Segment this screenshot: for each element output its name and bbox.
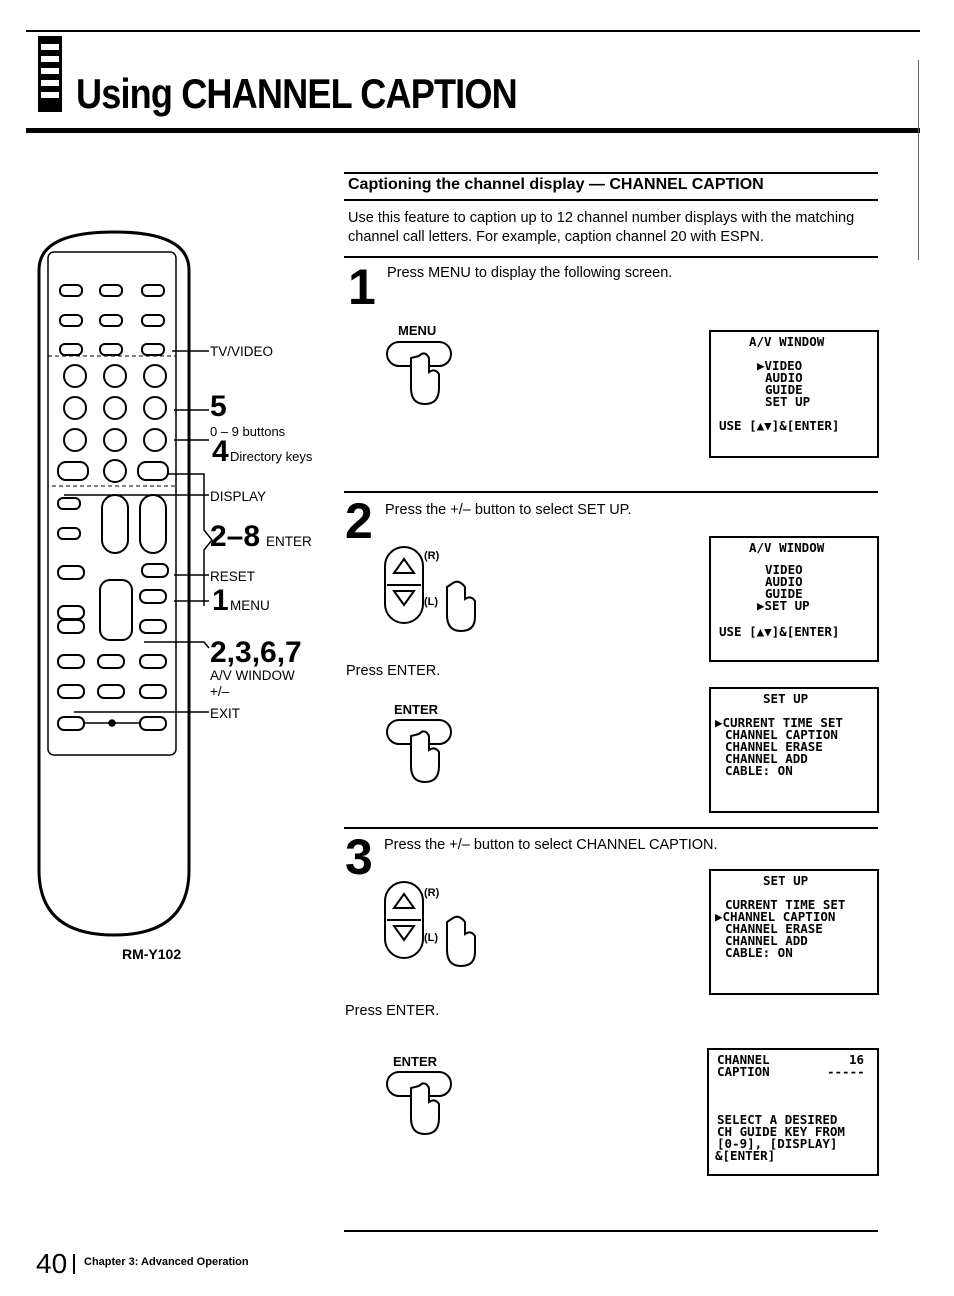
callout-plusminus: +/– xyxy=(210,684,230,699)
step2-number: 2 xyxy=(345,493,373,549)
step3-text: Press the +/– button to select CHANNEL C… xyxy=(384,837,718,853)
callout-step1: 1 xyxy=(212,584,229,617)
callout-reset: RESET xyxy=(210,569,256,584)
callout-steps28: 2–8 xyxy=(210,520,261,553)
footer-divider xyxy=(73,1254,75,1274)
step3-number: 3 xyxy=(345,829,373,885)
bottom-rule xyxy=(344,1230,878,1232)
hand-press-icon xyxy=(385,338,455,413)
callout-tvvideo: TV/VIDEO xyxy=(210,344,274,359)
callout-enter: ENTER xyxy=(266,534,312,549)
footer-chapter: Chapter 3: Advanced Operation xyxy=(84,1256,249,1268)
heading-rule-top xyxy=(344,172,878,174)
page-title: Using CHANNEL CAPTION xyxy=(76,70,518,117)
rocker-r-label: (R) xyxy=(424,887,440,899)
callout-display: DISPLAY xyxy=(210,489,267,504)
step3-rule xyxy=(344,827,878,829)
edge-mark xyxy=(918,60,919,260)
rocker-l-label: (L) xyxy=(424,932,439,944)
rocker-plus-minus-icon xyxy=(383,878,493,973)
hand-press-icon xyxy=(385,1068,455,1143)
step2-text: Press the +/– button to select SET UP. xyxy=(385,502,632,518)
hand-press-icon xyxy=(385,716,455,791)
heading-rule-bottom xyxy=(344,199,878,201)
remote-illustration: TV/VIDEO 5 0 – 9 buttons 4 Directory key… xyxy=(34,230,354,950)
step1-number: 1 xyxy=(348,259,376,315)
callout-steps2367: 2,3,6,7 xyxy=(210,636,302,669)
remote-model-label: RM-Y102 xyxy=(122,946,182,962)
callout-step4: 4 xyxy=(212,435,229,468)
rocker-r-label: (R) xyxy=(424,550,440,562)
callout-menu: MENU xyxy=(230,598,270,613)
step1-button-label: MENU xyxy=(398,323,437,338)
callout-avwindow: A/V WINDOW xyxy=(210,668,295,683)
callout-buttons09: 0 – 9 buttons xyxy=(210,424,286,439)
step2-rule xyxy=(344,491,878,493)
page-number: 40 xyxy=(36,1248,68,1279)
title-rule xyxy=(26,128,920,133)
rocker-plus-minus-icon xyxy=(383,543,493,638)
chapter-tab-icon xyxy=(38,36,62,112)
callout-exit: EXIT xyxy=(210,706,241,721)
section-heading: Captioning the channel display — CHANNEL… xyxy=(348,176,764,193)
screen-av-window-video: A/V WINDOW ▶VIDEO AUDIO GUIDE SET UP USE… xyxy=(709,330,879,458)
top-rule xyxy=(26,30,920,32)
screen-setup-channel-caption: SET UP CURRENT TIME SET ▶CHANNEL CAPTION… xyxy=(709,869,879,995)
step1-rule xyxy=(344,256,878,258)
screen-av-window-setup: A/V WINDOW VIDEO AUDIO GUIDE ▶SET UP USE… xyxy=(709,536,879,662)
callout-step5: 5 xyxy=(210,390,227,423)
step1-text: Press MENU to display the following scre… xyxy=(387,265,673,281)
callout-directory-keys: Directory keys xyxy=(230,449,313,464)
step3-followup: Press ENTER. xyxy=(345,1003,440,1019)
step3-button-label: ENTER xyxy=(393,1054,438,1069)
screen-channel-caption-entry: CHANNEL 16 CAPTION ----- SELECT A DESIRE… xyxy=(707,1048,879,1176)
intro-paragraph: Use this feature to caption up to 12 cha… xyxy=(348,210,855,245)
step2-button-label: ENTER xyxy=(394,702,439,717)
screen-setup-current-time: SET UP ▶CURRENT TIME SET CHANNEL CAPTION… xyxy=(709,687,879,813)
step2-followup: Press ENTER. xyxy=(346,663,441,679)
rocker-l-label: (L) xyxy=(424,596,439,608)
